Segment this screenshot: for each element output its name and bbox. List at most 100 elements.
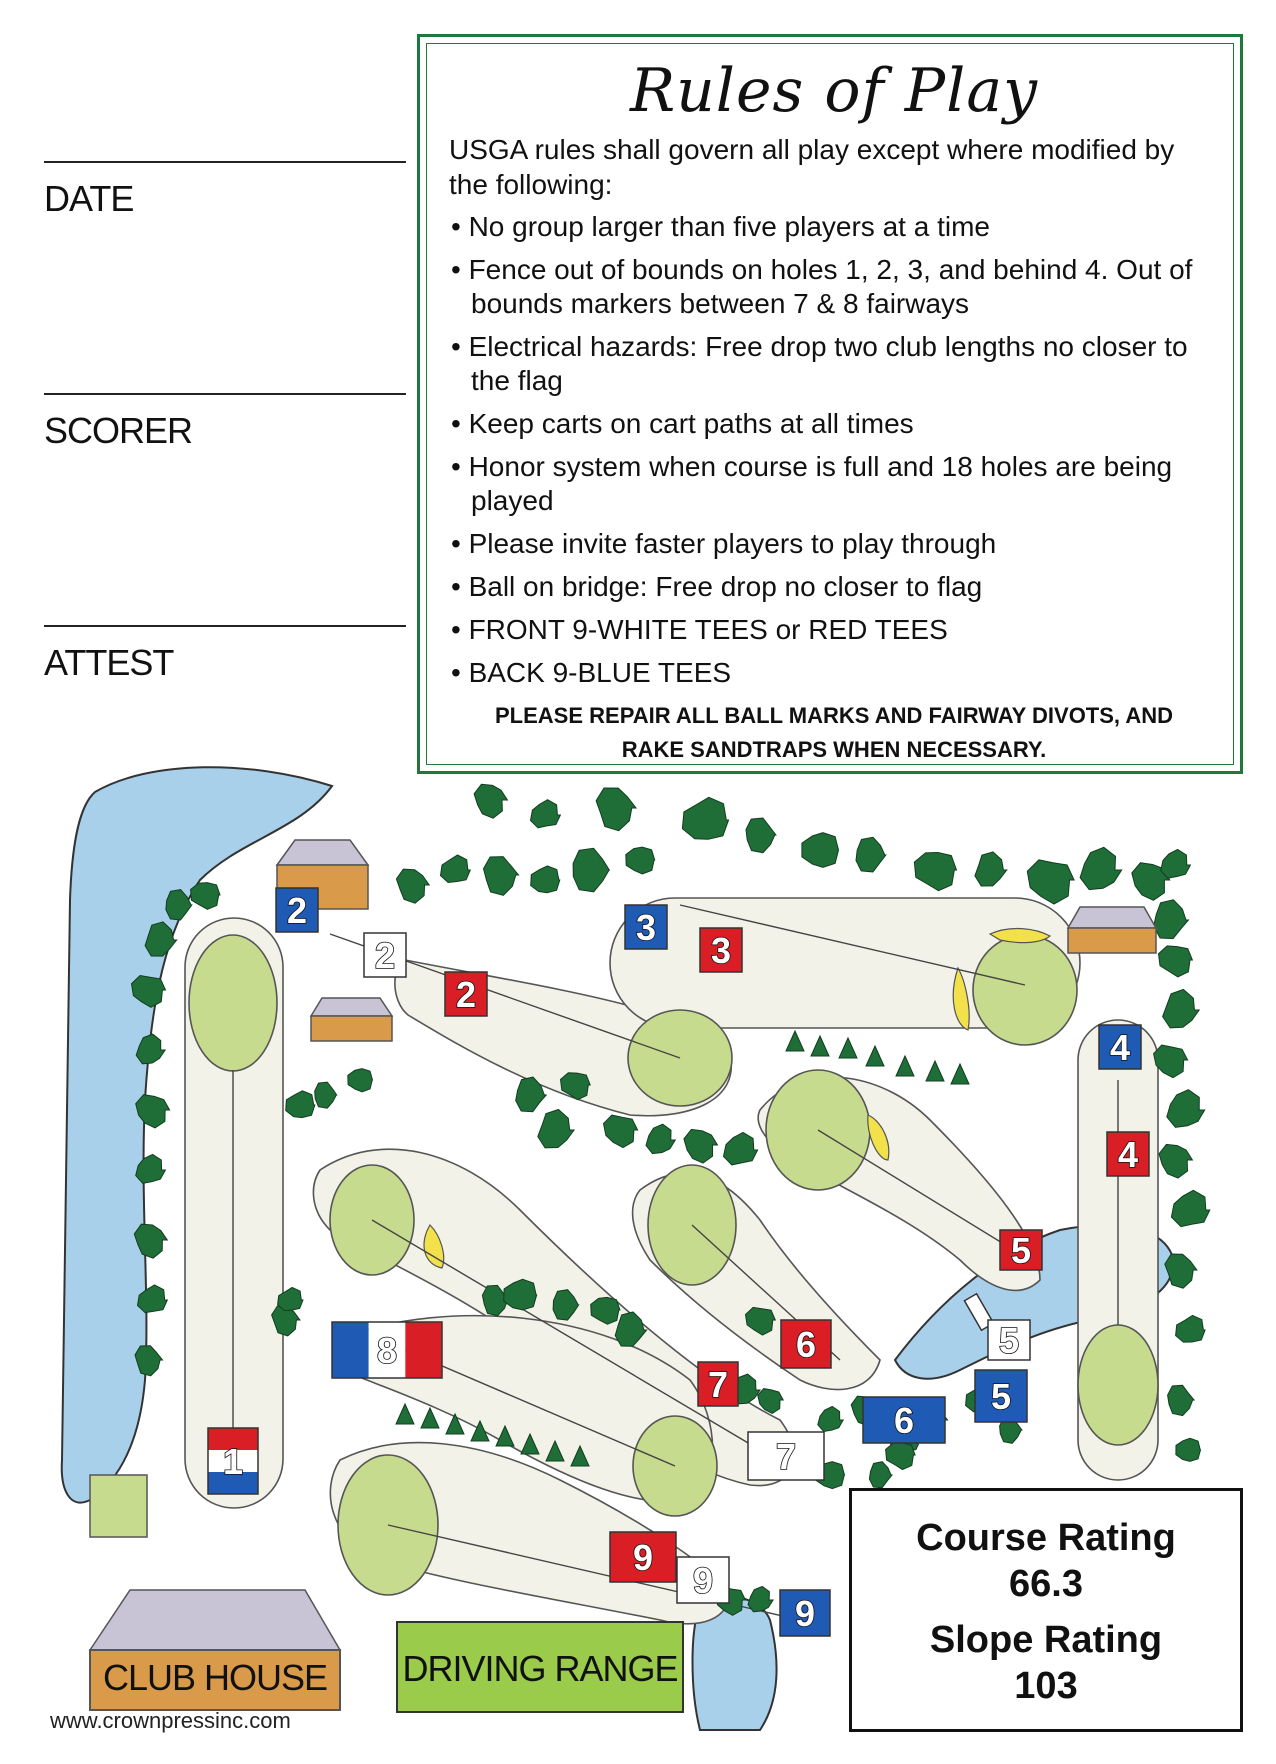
tee-marker-hole-5-blue: 5	[974, 1369, 1028, 1423]
sand-trap-hole3-b	[952, 966, 970, 1031]
tree	[745, 817, 777, 854]
tree	[503, 1278, 538, 1311]
fairway-hole1	[184, 917, 284, 1509]
rule-item: • No group larger than five players at a…	[451, 211, 990, 242]
tee-marker-hole-8-tricolor: 8	[331, 1321, 443, 1379]
tee-marker-hole-4-red: 4	[1106, 1131, 1150, 1177]
tree-marker	[810, 1034, 830, 1057]
shelter-hole2	[275, 839, 370, 910]
tee-number: 5	[1011, 1230, 1031, 1271]
tree-marker	[895, 1054, 915, 1077]
tree	[529, 799, 562, 829]
rules-box: Rules of Play USGA rules shall govern al…	[417, 34, 1243, 774]
rule-item: • FRONT 9-WHITE TEES or RED TEES	[451, 614, 948, 645]
tee-number: 3	[636, 907, 656, 948]
tree	[645, 1123, 677, 1155]
tree	[1175, 1437, 1202, 1462]
rules-title: Rules of Play	[629, 56, 1038, 126]
tree	[681, 796, 730, 840]
tree-marker	[420, 1406, 440, 1429]
tree-marker	[520, 1432, 540, 1455]
tree	[1153, 899, 1190, 940]
tree	[136, 1284, 169, 1314]
tee-number: 5	[991, 1376, 1011, 1417]
play-line-hole7	[371, 1219, 761, 1451]
shelter-east	[1066, 906, 1158, 954]
tee-number: 7	[708, 1364, 728, 1405]
tree	[1153, 1044, 1189, 1079]
tee-marker-hole-2-red: 2	[444, 971, 488, 1017]
tree	[999, 1416, 1023, 1444]
tree	[1175, 1314, 1206, 1343]
attest-label: ATTEST	[44, 642, 174, 683]
tree	[482, 856, 520, 896]
tee-marker-hole-5-white: 5	[987, 1319, 1031, 1362]
course-rating-box: Course Rating 66.3 Slope Rating 103	[849, 1488, 1243, 1732]
tee-number: 6	[796, 1324, 816, 1365]
tree	[722, 1131, 759, 1166]
tree	[537, 1108, 576, 1149]
course-rating-value: 66.3	[1009, 1563, 1083, 1605]
tee-number: 4	[1110, 1027, 1130, 1068]
tree	[757, 1388, 785, 1414]
tree	[130, 974, 167, 1008]
tee-marker-hole-2-white: 2	[363, 932, 407, 978]
sand-trap-hole7	[423, 1224, 445, 1269]
tree-marker	[838, 1036, 858, 1059]
rule-item: • Ball on bridge: Free drop no closer to…	[451, 571, 983, 602]
tree-marker	[470, 1419, 490, 1442]
tree-marker	[570, 1444, 590, 1467]
tree	[1166, 1089, 1206, 1128]
tree-marker	[495, 1424, 515, 1447]
sand-trap-hole3-a	[988, 927, 1052, 944]
tree	[135, 1094, 171, 1129]
tree	[1162, 988, 1201, 1029]
tree-marker	[445, 1412, 465, 1435]
shelter-small-west	[309, 997, 394, 1042]
tee-marker-hole-2-blue: 2	[275, 887, 319, 933]
green-hole4	[1077, 1324, 1159, 1446]
rule-item: • Please invite faster players to play t…	[451, 528, 997, 559]
play-line-hole3	[679, 904, 1026, 986]
tree	[314, 1081, 338, 1109]
tree	[515, 1076, 548, 1113]
tree	[868, 1461, 894, 1489]
tee-number: 2	[287, 890, 307, 931]
tree	[135, 1153, 167, 1184]
tree	[885, 1442, 916, 1471]
rule-item: • Keep carts on cart paths at all times	[451, 408, 914, 439]
tree	[190, 882, 221, 910]
rules-intro: USGA rules shall govern all play except …	[449, 134, 1175, 200]
tee-marker-hole-6-blue: 6	[862, 1396, 946, 1444]
tree	[572, 847, 611, 893]
tree	[552, 1289, 580, 1321]
tee-marker-hole-6-red: 6	[780, 1319, 832, 1369]
tree	[1164, 1253, 1198, 1289]
tree	[395, 868, 431, 904]
building-layer	[88, 839, 1158, 1713]
rule-item: • Fence out of bounds on holes 1, 2, 3, …	[451, 254, 1193, 319]
tee-number: 3	[711, 930, 731, 971]
tree	[614, 1311, 648, 1347]
tee-marker-hole-7-red: 7	[697, 1361, 739, 1407]
tee-number: 9	[633, 1537, 653, 1578]
play-line-hole5	[817, 1129, 1031, 1261]
green-hole3	[972, 934, 1078, 1046]
tree	[473, 783, 509, 819]
tee-marker-hole-1-tricolor: 1	[207, 1427, 259, 1495]
green-hole1	[188, 934, 278, 1072]
rule-item: • BACK 9-BLUE TEES	[451, 657, 732, 688]
scorer-line	[44, 393, 406, 395]
tree	[135, 1033, 167, 1065]
tree	[285, 1090, 316, 1119]
tree	[1167, 1384, 1196, 1417]
tree	[1158, 1143, 1194, 1179]
tree	[595, 787, 638, 832]
attest-line	[44, 625, 406, 627]
tree	[1026, 859, 1075, 905]
rule-item: • Honor system when course is full and 1…	[451, 451, 1173, 516]
tree	[974, 851, 1008, 887]
rules-list: • No group larger than five players at a…	[449, 210, 1219, 690]
